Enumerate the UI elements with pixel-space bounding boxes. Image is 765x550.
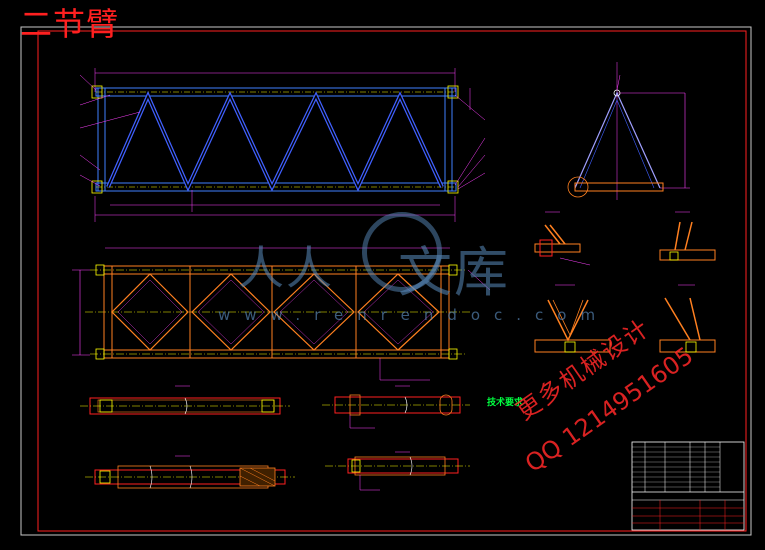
tech-requirements-heading: 技术要求 — [487, 398, 524, 408]
drawing-title: 二节臂 — [20, 5, 120, 43]
member-details — [80, 385, 295, 489]
truss-top-view — [72, 247, 491, 381]
member-details-center — [322, 385, 470, 491]
inner-frame — [37, 30, 747, 532]
triangle-section — [567, 62, 690, 200]
outer-frame — [20, 26, 752, 536]
tech-requirements: 技术要求 — [487, 398, 637, 409]
title-block — [631, 441, 745, 531]
truss-front-view — [79, 68, 486, 222]
joint-details — [534, 211, 716, 353]
